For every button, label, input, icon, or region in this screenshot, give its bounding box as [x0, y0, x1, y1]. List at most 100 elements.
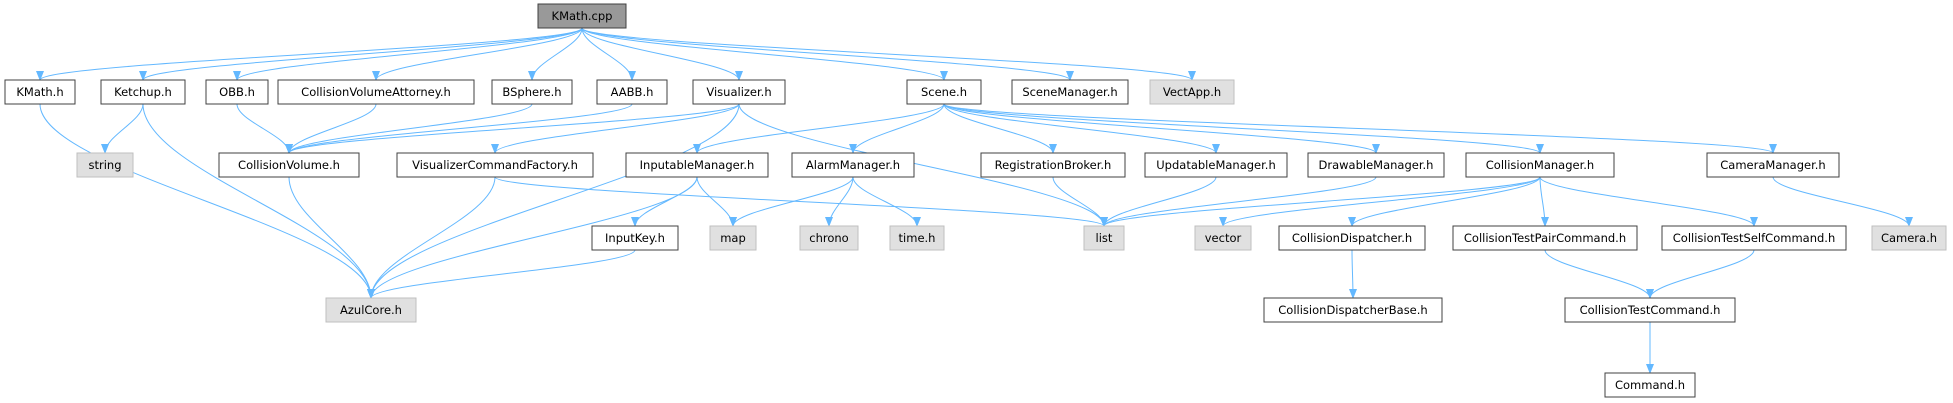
- node-label: CollisionVolume.h: [238, 158, 340, 172]
- node-drawable_h[interactable]: DrawableManager.h: [1307, 152, 1445, 178]
- node-label: CollisionTestCommand.h: [1580, 303, 1721, 317]
- node-label: VectApp.h: [1163, 85, 1221, 99]
- node-box: [100, 79, 186, 105]
- node-updatable_h[interactable]: UpdatableManager.h: [1144, 152, 1288, 178]
- node-box: [1564, 297, 1736, 323]
- node-label: SceneManager.h: [1022, 85, 1117, 99]
- node-label: CameraManager.h: [1720, 158, 1825, 172]
- edge-alarm_h-to-map: [729, 176, 854, 227]
- node-obb_h[interactable]: OBB.h: [205, 79, 269, 105]
- node-cva_h[interactable]: CollisionVolumeAttorney.h: [277, 79, 475, 105]
- node-box: [1263, 297, 1443, 323]
- node-label: CollisionManager.h: [1486, 158, 1594, 172]
- edge-scene_h-to-inputable_h: [693, 103, 945, 154]
- node-box: [709, 225, 757, 251]
- node-ctpair_h[interactable]: CollisionTestPairCommand.h: [1452, 225, 1638, 251]
- node-box: [591, 225, 679, 251]
- node-box: [906, 79, 982, 105]
- node-label: AABB.h: [611, 85, 654, 99]
- node-collisionvolume_h[interactable]: CollisionVolume.h: [218, 152, 360, 178]
- node-box: [1465, 152, 1615, 178]
- edge-bsphere_h-to-collisionvolume_h: [285, 103, 533, 154]
- node-box: [1278, 225, 1426, 251]
- node-label: BSphere.h: [502, 85, 561, 99]
- node-label: vector: [1205, 231, 1242, 245]
- node-collisionmgr_h[interactable]: CollisionManager.h: [1465, 152, 1615, 178]
- node-label: InputKey.h: [605, 231, 665, 245]
- node-azulcore_h: AzulCore.h: [325, 297, 417, 323]
- node-label: Camera.h: [1881, 231, 1937, 245]
- edge-visualizer_h-to-azulcore_h: [367, 103, 740, 299]
- node-aabb_h[interactable]: AABB.h: [596, 79, 668, 105]
- node-label: list: [1096, 231, 1113, 245]
- node-kmath_cpp: KMath.cpp: [537, 3, 627, 29]
- edge-scene_h-to-regbroker_h: [943, 103, 1057, 154]
- node-box: [791, 152, 915, 178]
- edge-ketchup_h-to-string: [101, 103, 144, 154]
- edge-collisionmgr_h-to-coldispatcher_h: [1348, 176, 1541, 227]
- node-regbroker_h[interactable]: RegistrationBroker.h: [980, 152, 1126, 178]
- edge-kmath_cpp-to-scene_h: [581, 27, 948, 81]
- node-box: [692, 79, 786, 105]
- edge-collisionmgr_h-to-ctpair_h: [1539, 176, 1549, 227]
- node-string: string: [76, 152, 134, 178]
- node-box: [980, 152, 1126, 178]
- edge-ctpair_h-to-ctcmd_h: [1544, 249, 1654, 299]
- node-box: [537, 3, 627, 29]
- edge-kmath_cpp-to-cva_h: [372, 27, 583, 81]
- node-kmath_h[interactable]: KMath.h: [4, 79, 76, 105]
- node-box: [1871, 225, 1947, 251]
- node-label: InputableManager.h: [640, 158, 755, 172]
- node-visualizer_h[interactable]: Visualizer.h: [692, 79, 786, 105]
- node-camera_h: Camera.h: [1871, 225, 1947, 251]
- node-vectapp_h: VectApp.h: [1149, 79, 1235, 105]
- edge-vcf_h-to-azulcore_h: [367, 176, 496, 299]
- node-label: OBB.h: [219, 85, 255, 99]
- edge-kmath_cpp-to-bsphere_h: [528, 27, 583, 81]
- node-inputable_h[interactable]: InputableManager.h: [625, 152, 769, 178]
- node-bsphere_h[interactable]: BSphere.h: [491, 79, 573, 105]
- node-cameramgr_h[interactable]: CameraManager.h: [1706, 152, 1840, 178]
- edge-scene_h-to-drawable_h: [943, 103, 1380, 154]
- node-box: [4, 79, 76, 105]
- node-command_h[interactable]: Command.h: [1604, 372, 1696, 398]
- edge-kmath_h-to-azulcore_h: [39, 103, 375, 299]
- edge-alarm_h-to-chrono: [825, 176, 854, 227]
- node-inputkey_h[interactable]: InputKey.h: [591, 225, 679, 251]
- edge-kmath_cpp-to-kmath_h: [36, 27, 583, 81]
- node-scene_h[interactable]: Scene.h: [906, 79, 982, 105]
- node-box: [1194, 225, 1252, 251]
- node-vcf_h[interactable]: VisualizerCommandFactory.h: [396, 152, 594, 178]
- node-label: UpdatableManager.h: [1156, 158, 1276, 172]
- edge-collisionmgr_h-to-list: [1100, 176, 1541, 227]
- node-ctcmd_h[interactable]: CollisionTestCommand.h: [1564, 297, 1736, 323]
- node-box: [1604, 372, 1696, 398]
- node-ctself_h[interactable]: CollisionTestSelfCommand.h: [1661, 225, 1847, 251]
- node-box: [889, 225, 945, 251]
- node-box: [1149, 79, 1235, 105]
- node-map: map: [709, 225, 757, 251]
- node-label: string: [88, 158, 121, 172]
- node-ketchup_h[interactable]: Ketchup.h: [100, 79, 186, 105]
- edge-inputable_h-to-azulcore_h: [367, 176, 698, 299]
- edge-alarm_h-to-time_h: [852, 176, 921, 227]
- node-label: map: [720, 231, 746, 245]
- node-coldispatcher_h[interactable]: CollisionDispatcher.h: [1278, 225, 1426, 251]
- node-box: [205, 79, 269, 105]
- node-label: CollisionDispatcherBase.h: [1278, 303, 1427, 317]
- node-coldispbase_h[interactable]: CollisionDispatcherBase.h: [1263, 297, 1443, 323]
- node-box: [218, 152, 360, 178]
- edge-kmath_cpp-to-visualizer_h: [581, 27, 743, 81]
- node-label: KMath.h: [16, 85, 63, 99]
- edge-cameramgr_h-to-camera_h: [1772, 176, 1913, 227]
- edge-kmath_cpp-to-aabb_h: [581, 27, 636, 81]
- node-scenemanager_h[interactable]: SceneManager.h: [1011, 79, 1129, 105]
- node-alarm_h[interactable]: AlarmManager.h: [791, 152, 915, 178]
- edge-kmath_cpp-to-ketchup_h: [139, 27, 583, 81]
- node-box: [625, 152, 769, 178]
- node-label: VisualizerCommandFactory.h: [412, 158, 578, 172]
- node-box: [277, 79, 475, 105]
- edge-inputkey_h-to-azulcore_h: [367, 249, 636, 299]
